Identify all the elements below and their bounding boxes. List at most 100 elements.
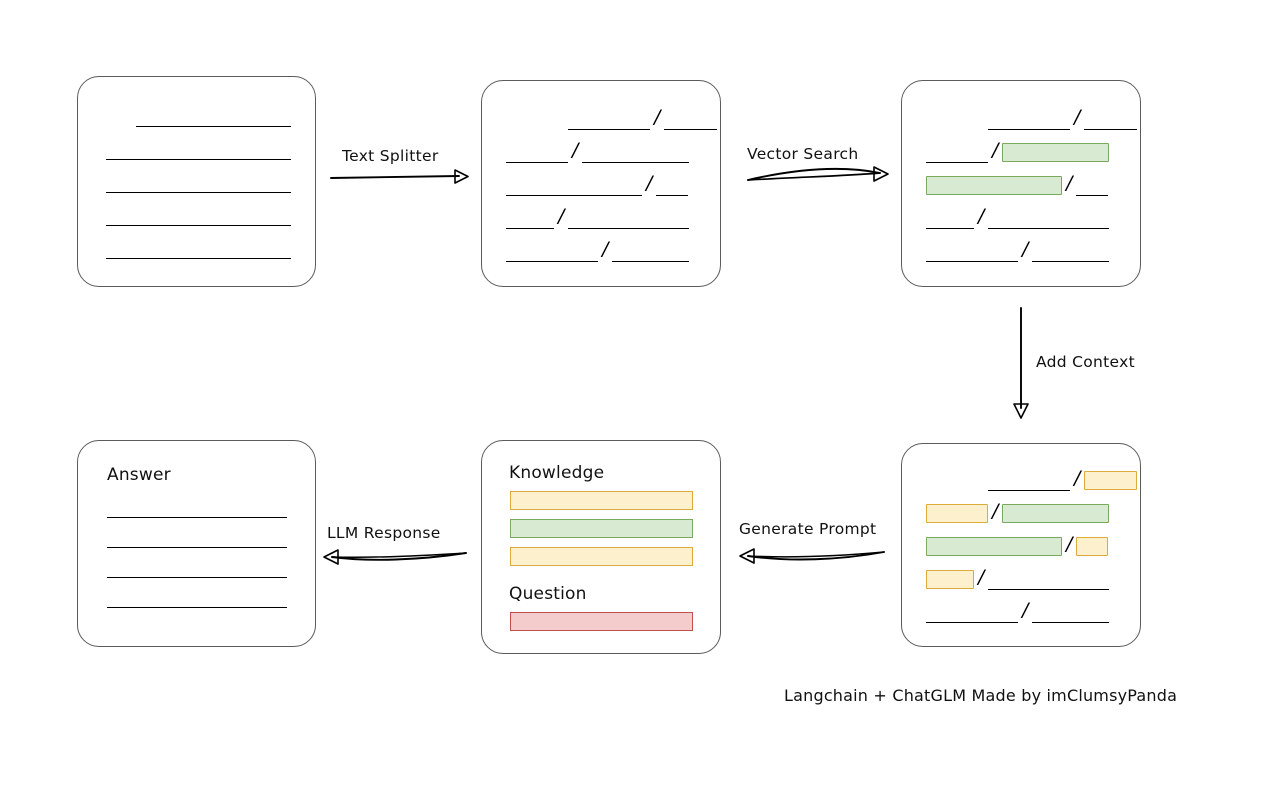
text-line-segment bbox=[506, 240, 598, 262]
knowledge-bar-green bbox=[510, 519, 693, 538]
node-context-chunks[interactable]: / / / / / bbox=[901, 443, 1141, 647]
edge-label-vector-search: Vector Search bbox=[747, 145, 859, 163]
document-row: / bbox=[988, 466, 1138, 491]
document-row bbox=[106, 237, 291, 259]
document-row: / bbox=[506, 171, 689, 196]
document-row: / bbox=[568, 105, 718, 130]
text-line-segment bbox=[1032, 240, 1110, 262]
row-separator-slash: / bbox=[992, 138, 999, 161]
node-prompt[interactable]: Knowledge Question bbox=[481, 440, 721, 654]
text-line-segment bbox=[1084, 108, 1138, 130]
text-line-segment bbox=[136, 105, 291, 127]
text-line-segment bbox=[988, 469, 1070, 491]
text-line-segment bbox=[107, 526, 287, 548]
edge-vector-search bbox=[747, 166, 889, 182]
text-line-segment bbox=[988, 207, 1110, 229]
answer-row bbox=[107, 556, 287, 578]
text-line-segment bbox=[107, 586, 287, 608]
text-line-segment bbox=[506, 207, 554, 229]
highlight-chip-yellow bbox=[1076, 536, 1109, 556]
row-separator-slash: / bbox=[602, 237, 609, 260]
document-row bbox=[106, 171, 291, 193]
edge-add-context bbox=[1013, 307, 1029, 419]
node-matched-chunks[interactable]: / / / / / bbox=[901, 80, 1141, 287]
highlight-chip-green bbox=[926, 536, 1062, 556]
edge-label-generate-prompt: Generate Prompt bbox=[739, 520, 877, 538]
document-row: / bbox=[926, 532, 1109, 557]
text-line-segment bbox=[582, 141, 690, 163]
text-line-segment bbox=[107, 496, 287, 518]
text-line-segment bbox=[568, 108, 650, 130]
text-line-segment bbox=[988, 568, 1110, 590]
highlight-chip-yellow bbox=[1084, 470, 1138, 490]
text-line-segment bbox=[106, 138, 291, 160]
row-separator-slash: / bbox=[978, 565, 985, 588]
text-line-segment bbox=[926, 240, 1018, 262]
knowledge-bar-yellow bbox=[510, 547, 693, 566]
answer-row bbox=[107, 496, 287, 518]
question-bar-red bbox=[510, 612, 693, 631]
node-answer[interactable]: Answer bbox=[77, 440, 316, 647]
text-line-segment bbox=[612, 240, 690, 262]
answer-row bbox=[107, 586, 287, 608]
question-label: Question bbox=[509, 584, 587, 604]
text-line-segment bbox=[107, 556, 287, 578]
text-line-segment bbox=[506, 174, 642, 196]
document-row bbox=[136, 105, 291, 127]
highlight-chip-yellow bbox=[926, 503, 988, 523]
row-separator-slash: / bbox=[978, 204, 985, 227]
text-line-segment bbox=[656, 174, 689, 196]
text-line-segment bbox=[106, 171, 291, 193]
row-separator-slash: / bbox=[654, 105, 661, 128]
edge-label-text-splitter: Text Splitter bbox=[342, 147, 439, 165]
row-separator-slash: / bbox=[572, 138, 579, 161]
text-line-segment bbox=[926, 141, 988, 163]
row-separator-slash: / bbox=[1022, 237, 1029, 260]
knowledge-bar-yellow bbox=[510, 491, 693, 510]
text-line-segment bbox=[926, 207, 974, 229]
row-separator-slash: / bbox=[1074, 105, 1081, 128]
edge-llm-response bbox=[323, 549, 467, 565]
row-separator-slash: / bbox=[646, 171, 653, 194]
row-separator-slash: / bbox=[1074, 466, 1081, 489]
document-row: / bbox=[926, 501, 1110, 524]
document-row: / bbox=[926, 171, 1109, 196]
edge-label-add-context: Add Context bbox=[1036, 353, 1135, 371]
document-row: / bbox=[926, 600, 1110, 623]
answer-row bbox=[107, 526, 287, 548]
text-line-segment bbox=[106, 237, 291, 259]
node-source-document[interactable] bbox=[77, 76, 316, 287]
row-separator-slash: / bbox=[558, 204, 565, 227]
document-row: / bbox=[926, 237, 1110, 262]
text-line-segment bbox=[1076, 174, 1109, 196]
document-row: / bbox=[926, 565, 1110, 590]
text-line-segment bbox=[506, 141, 568, 163]
text-line-segment bbox=[106, 204, 291, 226]
highlight-chip-green bbox=[1002, 503, 1110, 523]
text-line-segment bbox=[568, 207, 690, 229]
edge-text-splitter bbox=[330, 169, 469, 184]
highlight-chip-green bbox=[1002, 142, 1110, 162]
document-row bbox=[106, 138, 291, 160]
text-line-segment bbox=[1032, 601, 1110, 623]
document-row: / bbox=[926, 138, 1110, 163]
answer-label: Answer bbox=[107, 465, 171, 485]
document-row bbox=[106, 204, 291, 226]
text-line-segment bbox=[988, 108, 1070, 130]
document-row: / bbox=[988, 105, 1138, 130]
row-separator-slash: / bbox=[1066, 171, 1073, 194]
highlight-chip-yellow bbox=[926, 569, 974, 589]
edge-generate-prompt bbox=[739, 548, 885, 564]
text-line-segment bbox=[664, 108, 718, 130]
document-row: / bbox=[506, 204, 690, 229]
document-row: / bbox=[926, 204, 1110, 229]
row-separator-slash: / bbox=[1066, 532, 1073, 555]
node-split-chunks[interactable]: / / / / / bbox=[481, 80, 721, 287]
document-row: / bbox=[506, 138, 690, 163]
footer-credit: Langchain + ChatGLM Made by imClumsyPand… bbox=[784, 686, 1178, 705]
edge-label-llm-response: LLM Response bbox=[327, 524, 441, 542]
knowledge-label: Knowledge bbox=[509, 463, 605, 483]
text-line-segment bbox=[926, 601, 1018, 623]
document-row: / bbox=[506, 237, 690, 262]
